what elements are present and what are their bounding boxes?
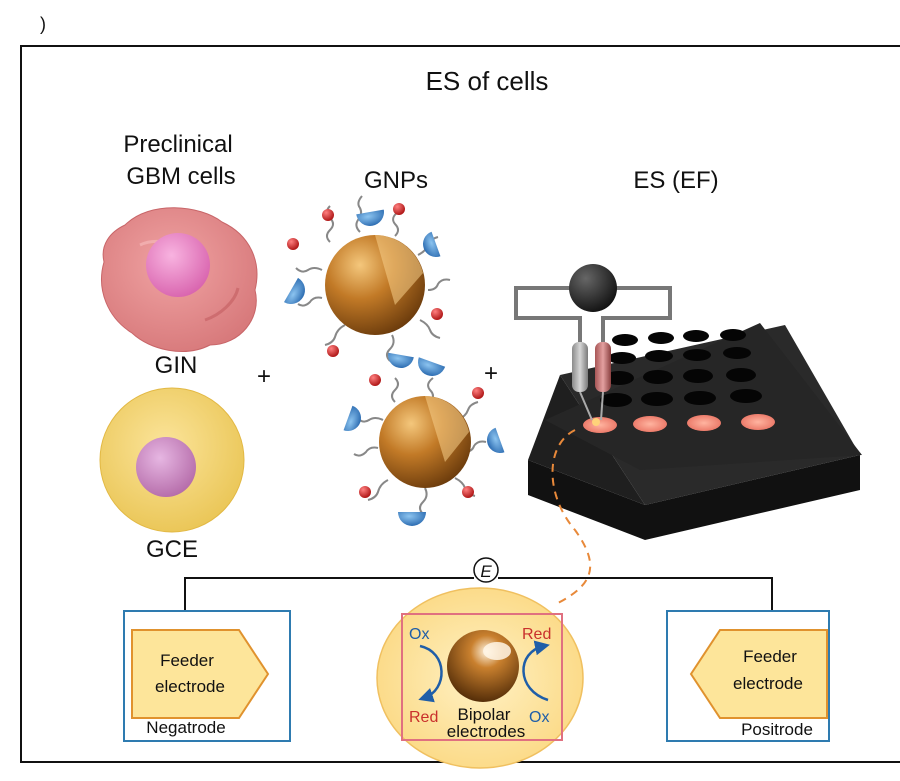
gce-cell (99, 387, 245, 533)
right-feeder-electrode (689, 629, 828, 719)
circuit-wires (184, 577, 773, 612)
right-feeder-line1: Feeder (743, 647, 797, 666)
cells-heading-line2: GBM cells (126, 163, 235, 190)
negatrode-caption: Negatrode (146, 718, 225, 737)
gce-label: GCE (146, 536, 198, 563)
gce-nucleus (136, 437, 196, 497)
reduction-arrow-left (418, 644, 443, 703)
bipolar-gold-particle (447, 630, 519, 702)
plus-sign-left: + (257, 363, 271, 390)
positrode-caption: Positrode (741, 720, 813, 739)
gnp-particle-lower (343, 357, 505, 526)
es-well-plate (528, 323, 862, 540)
oxidation-arrow-right (522, 640, 550, 702)
voltage-source-symbol: E (473, 557, 499, 583)
gnp-particle-upper (284, 195, 451, 368)
right-feeder-line2: electrode (733, 674, 803, 693)
left-feeder-line2: electrode (155, 677, 225, 696)
figure-title: ES of cells (426, 66, 549, 96)
bipolar-box (401, 613, 563, 741)
stimulator-wires (514, 286, 672, 342)
ox-label-bottom-right: Ox (529, 709, 549, 726)
red-label-top-right: Red (522, 626, 551, 643)
ox-label-top-left: Ox (409, 626, 429, 643)
gin-label: GIN (155, 352, 198, 379)
red-label-bottom-left: Red (409, 709, 438, 726)
cells-heading-line1: Preclinical (123, 131, 232, 158)
stimulation-electrodes (572, 342, 611, 421)
plus-sign-right: + (484, 360, 498, 387)
panel-marker: ) (40, 14, 46, 34)
gin-cell (101, 207, 258, 352)
left-feeder-line1: Feeder (160, 651, 214, 670)
es-label: ES (EF) (633, 167, 718, 194)
gin-nucleus (146, 233, 210, 297)
voltage-e-symbol: E (480, 562, 492, 581)
bipolar-line2: electrodes (447, 722, 525, 741)
gnps-label: GNPs (364, 167, 428, 194)
zoom-link-dashed (551, 429, 592, 606)
power-source (569, 264, 617, 312)
bipolar-line1: Bipolar (458, 705, 511, 724)
left-feeder-electrode (131, 629, 270, 719)
